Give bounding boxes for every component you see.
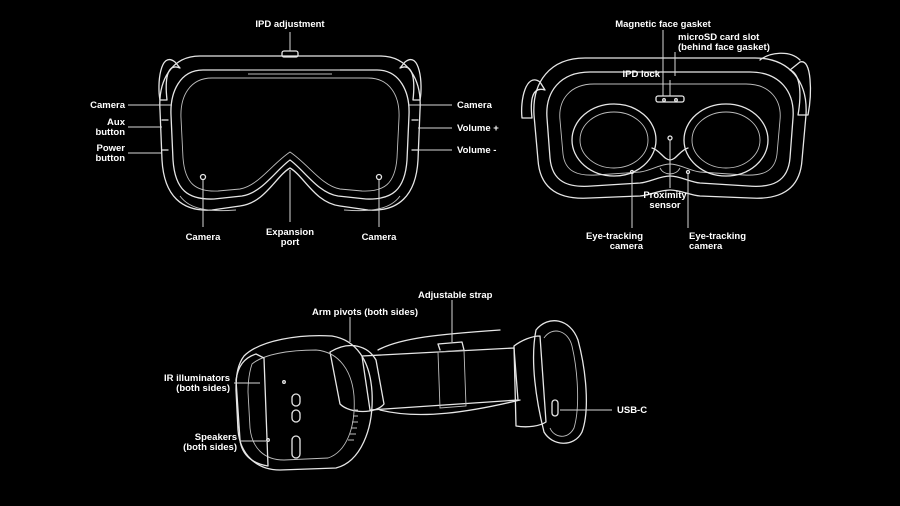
label-camera-right: Camera <box>457 100 493 111</box>
label-ir-illuminators-line2: (both sides) <box>176 383 230 394</box>
side-view-drawing <box>235 320 588 471</box>
label-power-button-line1: Power <box>96 143 125 154</box>
front-outer-body <box>159 55 421 211</box>
label-eye-tracking-right-line2: camera <box>689 241 723 252</box>
label-arm-pivots: Arm pivots (both sides) <box>312 307 418 318</box>
side-rear-cushion <box>532 320 588 444</box>
label-camera-left: Camera <box>90 100 126 111</box>
label-eye-tracking-left-line1: Eye-tracking <box>586 231 643 242</box>
rear-outer-body <box>533 57 807 199</box>
front-camera-right-dot <box>375 173 383 181</box>
label-adjustable-strap: Adjustable strap <box>418 290 493 301</box>
label-expansion-port-line1: Expansion <box>266 227 314 238</box>
label-expansion-port-line2: port <box>281 237 300 248</box>
front-view-leaders <box>128 32 452 227</box>
label-magnetic-face-gasket: Magnetic face gasket <box>615 19 711 30</box>
label-speakers-line1: Speakers <box>195 432 237 443</box>
side-main-body <box>235 334 373 471</box>
label-aux-button-line1: Aux <box>107 117 126 128</box>
rear-view-drawing <box>520 52 812 199</box>
front-view-labels: IPD adjustment Camera Aux button Power b… <box>90 19 499 248</box>
label-ipd-lock: IPD lock <box>623 69 661 80</box>
label-microsd-slot-line2: (behind face gasket) <box>678 42 770 53</box>
front-camera-left-dot <box>199 173 207 181</box>
label-usb-c: USB-C <box>617 405 647 416</box>
label-aux-button-line2: button <box>95 127 125 138</box>
side-view-leaders <box>234 300 612 442</box>
label-proximity-sensor-line2: sensor <box>649 200 680 211</box>
label-speakers-line2: (both sides) <box>183 442 237 453</box>
label-volume-plus: Volume + <box>457 123 499 134</box>
front-glass <box>170 69 410 200</box>
label-ipd-adjustment: IPD adjustment <box>255 19 325 30</box>
label-camera-bottom-left: Camera <box>186 232 222 243</box>
label-proximity-sensor-line1: Proximity <box>643 190 687 201</box>
label-ir-illuminators-line1: IR illuminators <box>164 373 230 384</box>
label-camera-bottom-right: Camera <box>362 232 398 243</box>
rear-lens-right <box>683 103 769 177</box>
front-view-drawing <box>158 50 422 212</box>
rear-view-leaders <box>631 30 689 228</box>
label-power-button-line2: button <box>95 153 125 164</box>
label-microsd-slot-line1: microSD card slot <box>678 32 760 43</box>
label-volume-minus: Volume - <box>457 145 496 156</box>
rear-lens-left <box>571 103 657 177</box>
usb-c-port <box>551 399 559 417</box>
label-eye-tracking-right-line1: Eye-tracking <box>689 231 746 242</box>
side-adjustable-strap <box>361 347 519 411</box>
rear-view-labels: Magnetic face gasket microSD card slot (… <box>586 19 770 252</box>
label-eye-tracking-left-line2: camera <box>610 241 644 252</box>
side-view-labels: Adjustable strap Arm pivots (both sides)… <box>164 290 647 453</box>
